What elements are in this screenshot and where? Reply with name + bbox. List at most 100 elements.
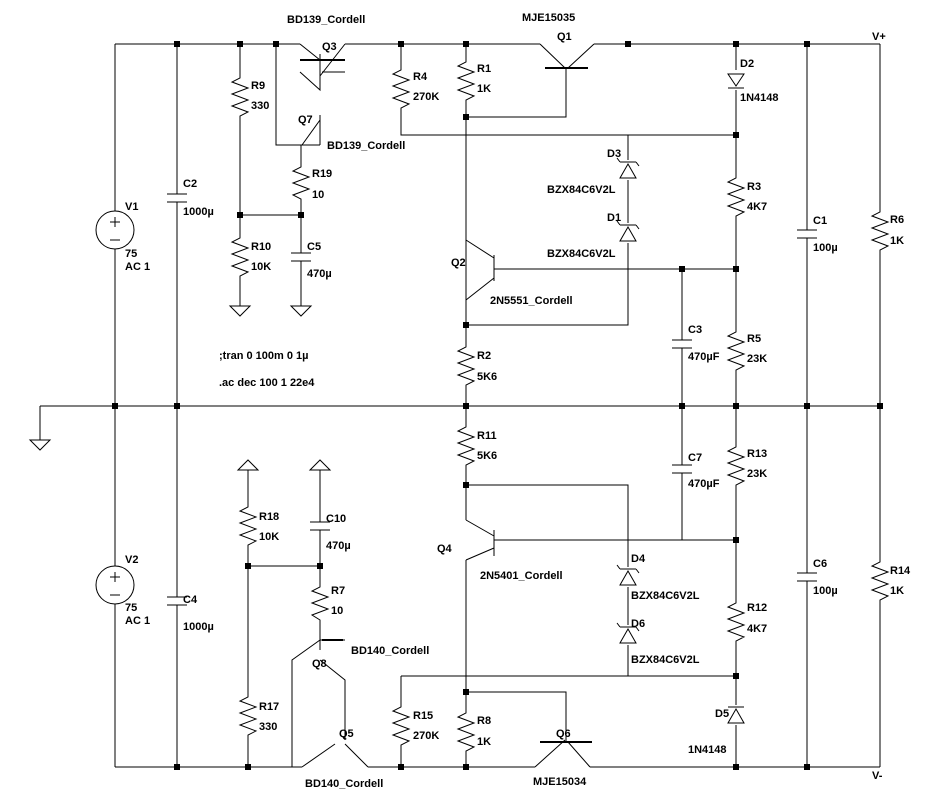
diode-symbols [616, 73, 745, 724]
c4-ref: C4 [183, 594, 198, 606]
directive-ac: .ac dec 100 1 22e4 [219, 377, 315, 389]
component-labels: V+ V- ;tran 0 100m 0 1µ .ac dec 100 1 22… [125, 12, 911, 790]
d3-ref: D3 [607, 148, 621, 160]
r7-ref: R7 [331, 585, 345, 597]
r11-ref: R11 [477, 430, 497, 442]
r1-value: 1K [477, 83, 491, 95]
c6-ref: C6 [813, 558, 827, 570]
r5-ref: R5 [747, 333, 761, 345]
r12-ref: R12 [747, 602, 767, 614]
r9-ref: R9 [251, 80, 265, 92]
c3-ref: C3 [688, 324, 702, 336]
r5-value: 23K [747, 353, 767, 365]
v1-ref: V1 [125, 201, 138, 213]
d1-part: BZX84C6V2L [547, 248, 616, 260]
r19-value: 10 [312, 189, 324, 201]
q2-ref: Q2 [451, 257, 466, 269]
r4-value: 270K [413, 91, 439, 103]
r13-ref: R13 [747, 448, 767, 460]
r17-value: 330 [259, 721, 277, 733]
v1-value: 75 [125, 248, 137, 260]
d2-part: 1N4148 [740, 92, 779, 104]
r14-value: 1K [890, 585, 904, 597]
transistor-bars [300, 59, 592, 743]
q1-ref: Q1 [557, 31, 572, 43]
c4-value: 1000µ [183, 621, 214, 633]
r3-ref: R3 [747, 181, 761, 193]
r6-value: 1K [890, 235, 904, 247]
d4-part: BZX84C6V2L [631, 590, 700, 602]
wires [39, 43, 881, 768]
r11-value: 5K6 [477, 450, 497, 462]
r9-value: 330 [251, 100, 269, 112]
r12-value: 4K7 [747, 623, 767, 635]
q3-part: BD139_Cordell [287, 14, 365, 26]
c10-value: 470µ [326, 540, 351, 552]
c6-value: 100µ [813, 585, 838, 597]
c5-value: 470µ [307, 268, 332, 280]
r8-value: 1K [477, 736, 491, 748]
capacitor-symbols [167, 193, 817, 606]
r4-ref: R4 [413, 71, 428, 83]
c5-ref: C5 [307, 241, 321, 253]
r1-ref: R1 [477, 63, 491, 75]
directive-tran: ;tran 0 100m 0 1µ [219, 350, 309, 362]
q1-part: MJE15035 [522, 12, 575, 24]
r2-value: 5K6 [477, 371, 497, 383]
r6-ref: R6 [890, 214, 904, 226]
d4-ref: D4 [631, 553, 646, 565]
r13-value: 23K [747, 468, 767, 480]
v2-ac: AC 1 [125, 615, 150, 627]
r3-value: 4K7 [747, 201, 767, 213]
d1-ref: D1 [607, 212, 621, 224]
v2-ref: V2 [125, 554, 138, 566]
c10-ref: C10 [326, 513, 346, 525]
q2-part: 2N5551_Cordell [490, 295, 573, 307]
c2-value: 1000µ [183, 206, 214, 218]
v2-value: 75 [125, 602, 137, 614]
d3-part: BZX84C6V2L [547, 184, 616, 196]
r15-ref: R15 [413, 710, 433, 722]
q8-part: BD140_Cordell [351, 645, 429, 657]
rail-label-negative: V- [872, 770, 883, 782]
c7-value: 470µF [688, 478, 720, 490]
resistor-symbols [230, 55, 890, 755]
voltage-source-v2 [95, 565, 135, 605]
d6-part: BZX84C6V2L [631, 654, 700, 666]
d6-ref: D6 [631, 618, 645, 630]
rail-label-positive: V+ [872, 31, 886, 43]
r2-ref: R2 [477, 350, 491, 362]
q5-part: BD140_Cordell [305, 778, 383, 790]
q4-part: 2N5401_Cordell [480, 570, 563, 582]
c1-ref: C1 [813, 215, 827, 227]
c1-value: 100µ [813, 242, 838, 254]
q7-ref: Q7 [298, 114, 313, 126]
r18-ref: R18 [259, 511, 279, 523]
ground-symbols [28, 305, 332, 471]
r17-ref: R17 [259, 701, 279, 713]
d2-ref: D2 [740, 58, 754, 70]
r18-value: 10K [259, 531, 279, 543]
c7-ref: C7 [688, 452, 702, 464]
q6-ref: Q6 [556, 728, 571, 740]
q3-ref: Q3 [322, 41, 337, 53]
d5-part: 1N4148 [688, 744, 727, 756]
junction-dots [112, 41, 883, 770]
r10-value: 10K [251, 261, 271, 273]
q5-ref: Q5 [339, 728, 354, 740]
r19-ref: R19 [312, 168, 332, 180]
v1-ac: AC 1 [125, 261, 150, 273]
r15-value: 270K [413, 730, 439, 742]
c2-ref: C2 [183, 178, 197, 190]
q4-ref: Q4 [437, 543, 453, 555]
r10-ref: R10 [251, 241, 271, 253]
d5-ref: D5 [715, 708, 729, 720]
r8-ref: R8 [477, 715, 491, 727]
q8-ref: Q8 [312, 658, 327, 670]
r7-value: 10 [331, 605, 343, 617]
q6-part: MJE15034 [533, 776, 587, 788]
c3-value: 470µF [688, 351, 720, 363]
r14-ref: R14 [890, 565, 911, 577]
voltage-source-v1 [95, 210, 135, 250]
